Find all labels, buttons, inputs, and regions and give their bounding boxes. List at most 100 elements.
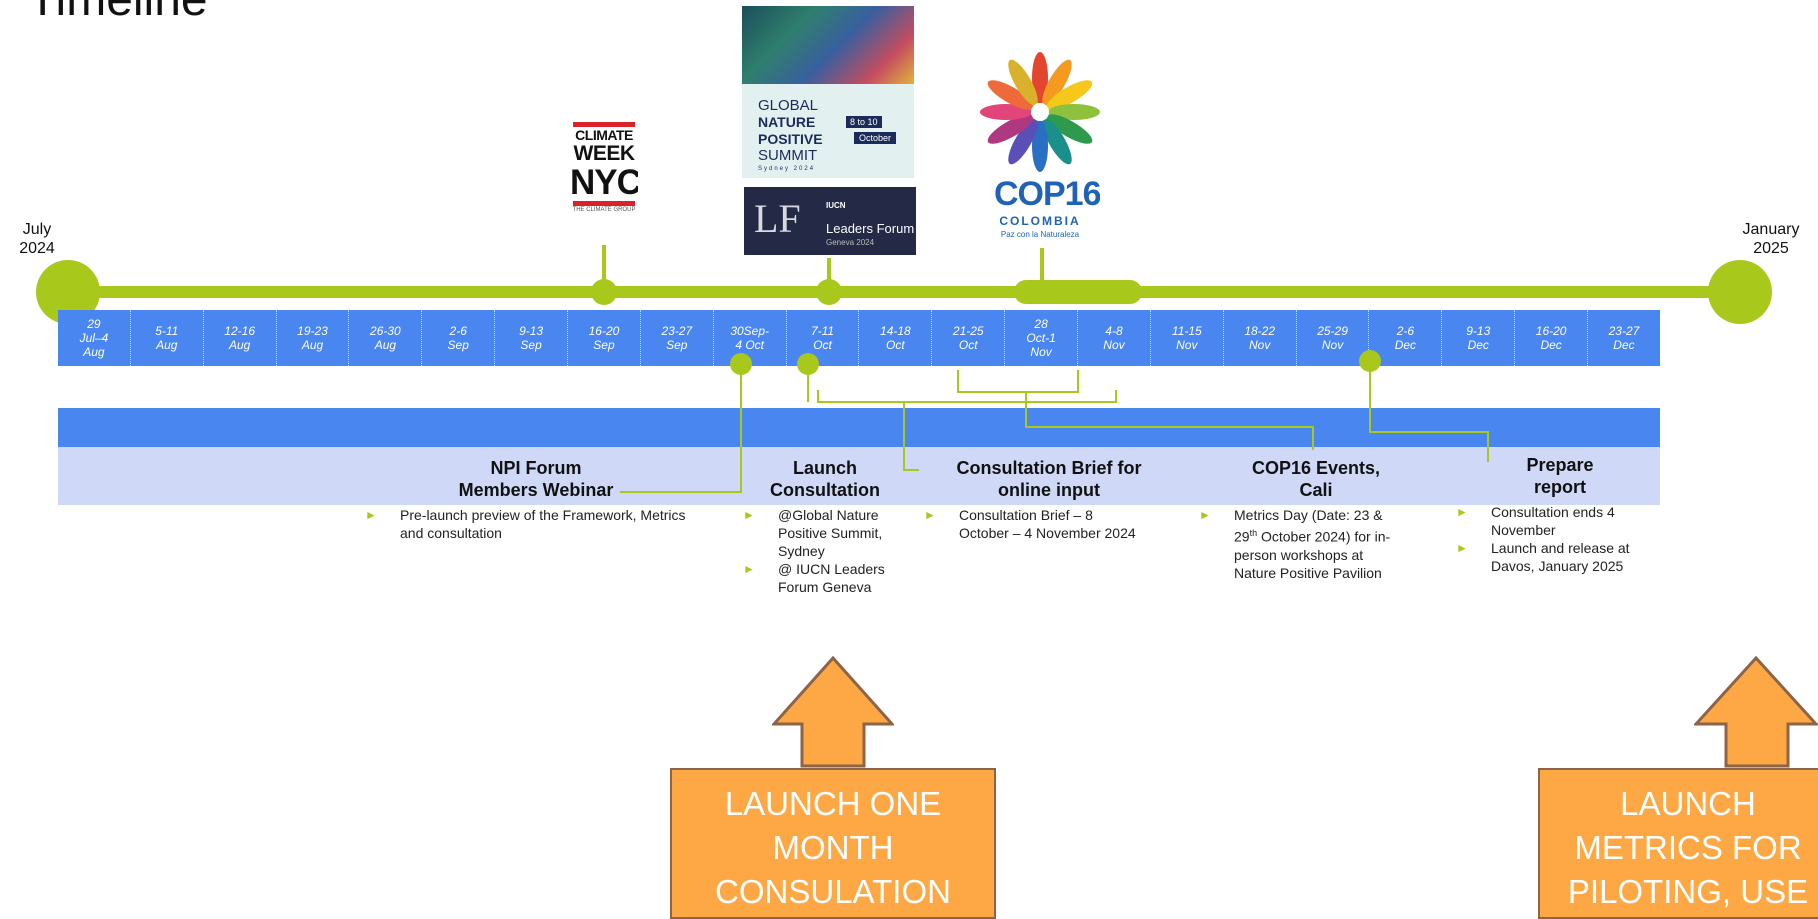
cop-events-bullets: Metrics Day (Date: 23 & 29th October 202…: [1199, 506, 1409, 582]
week-label: Dec: [1540, 338, 1562, 352]
brief-title-line1: Consultation Brief for: [956, 458, 1142, 478]
week-label: 2-6: [1396, 324, 1415, 338]
week-label: Aug: [374, 338, 397, 352]
week-label: 30Sep-: [730, 324, 770, 338]
cop16-connector: [1040, 248, 1044, 284]
week-label: 9-13: [1466, 324, 1491, 338]
brief-bullet: Consultation Brief – 8 October – 4 Novem…: [924, 506, 1146, 542]
callout-line: PILOTING, USE: [1567, 873, 1809, 910]
week-label: Nov: [1249, 338, 1271, 352]
week-label: 21-25: [952, 324, 984, 338]
week-label: 19-23: [297, 324, 328, 338]
launch-bullet: @ IUCN Leaders Forum Geneva: [743, 560, 911, 596]
report-title-line1: Prepare: [1526, 455, 1594, 475]
week-label: 2-6: [449, 324, 467, 338]
week-label: Nov: [1321, 338, 1344, 352]
climate-week-connector: [602, 245, 606, 283]
report-bullet: Consultation ends 4 November: [1456, 503, 1656, 539]
week-label: Dec: [1613, 338, 1635, 352]
callout-line: LAUNCH ONE: [724, 785, 942, 822]
start-month: July: [22, 221, 52, 238]
cop-bracket: [957, 370, 1079, 393]
cwn-line2: WEEK: [573, 142, 636, 165]
week-label: Jul–4: [79, 331, 109, 345]
launch-bullets: @Global Nature Positive Summit, Sydney @…: [743, 506, 911, 596]
lf-place: Geneva 2024: [826, 238, 875, 247]
callout-line: CONSULATION: [715, 873, 951, 910]
report-bullet: Launch and release at Davos, January 202…: [1456, 539, 1656, 575]
week-label: 9-13: [519, 324, 544, 338]
launch-bullet: @Global Nature Positive Summit, Sydney: [743, 506, 911, 560]
week-label: 28: [1034, 317, 1048, 331]
webinar-title: NPI Forum Members Webinar: [416, 457, 656, 501]
report-title: Prepare report: [1490, 454, 1630, 498]
event-band: [58, 447, 1660, 505]
gnps-line1: GLOBAL: [758, 97, 819, 114]
cop16-logo: COP16 COLOMBIA Paz con la Naturaleza: [980, 50, 1100, 250]
week-label: Sep: [520, 338, 542, 352]
week-label: Dec: [1467, 338, 1489, 352]
launch-marker-dot: [797, 353, 819, 375]
gnps-line2: NATURE: [758, 114, 816, 130]
cop16-flower-icon: [980, 52, 1100, 172]
week-label: 18-22: [1244, 324, 1276, 338]
launch-connector: [827, 258, 831, 284]
report-title-line2: report: [1533, 477, 1586, 497]
week-label: 12-16: [224, 324, 255, 338]
webinar-marker-dot: [730, 353, 752, 375]
end-year: 2025: [1753, 240, 1789, 257]
brief-bracket: [817, 390, 1117, 403]
launch-title-line2: Consultation: [770, 480, 880, 500]
climate-week-milestone-dot: [591, 279, 617, 305]
callout-line: MONTH: [772, 829, 894, 866]
cop-events-title-line1: COP16 Events,: [1251, 458, 1381, 478]
up-arrow-icon: [772, 656, 894, 768]
week-label: 14-18: [880, 324, 911, 338]
week-label: 23-27: [661, 324, 693, 338]
week-label: 7-11: [810, 324, 835, 338]
blue-band: [58, 408, 1660, 447]
end-label: January 2025: [1726, 220, 1816, 258]
cop-events-title: COP16 Events, Cali: [1216, 457, 1416, 501]
webinar-bullets: Pre-launch preview of the Framework, Met…: [365, 506, 695, 542]
cop-events-title-line2: Cali: [1299, 480, 1333, 500]
webinar-bullet: Pre-launch preview of the Framework, Met…: [365, 506, 695, 542]
lf-name: Leaders Forum: [826, 221, 915, 236]
cop-connector-line: [1025, 392, 1314, 450]
week-label: Oct: [886, 338, 905, 352]
week-label: Sep: [447, 338, 469, 352]
week-cell: 30Sep-4 Oct: [714, 310, 787, 366]
webinar-title-line2: Members Webinar: [458, 480, 614, 500]
global-nature-positive-summit-logo: GLOBAL NATURE POSITIVE SUMMIT 8 to 10 Oc…: [742, 6, 914, 178]
cwn-line3: NYC: [570, 163, 638, 202]
week-label: Nov: [1030, 345, 1052, 359]
launch-title: Launch Consultation: [752, 457, 898, 501]
start-label: July 2024: [10, 220, 64, 258]
brief-title: Consultation Brief for online input: [926, 457, 1172, 501]
callout-line: LAUNCH: [1620, 785, 1756, 822]
week-label: Aug: [156, 338, 178, 352]
cop-bullet-text-end: October 2024) for in-person workshops at…: [1234, 528, 1391, 581]
cop16-milestone-span: [1014, 280, 1142, 304]
week-label: Nov: [1103, 338, 1125, 352]
report-bullets: Consultation ends 4 November Launch and …: [1456, 503, 1656, 575]
climate-week-nyc-logo: CLIMATE WEEK NYC THE CLIMATE GROUP: [570, 122, 638, 242]
week-label: Aug: [83, 345, 105, 359]
gnps-month: October: [854, 132, 897, 144]
